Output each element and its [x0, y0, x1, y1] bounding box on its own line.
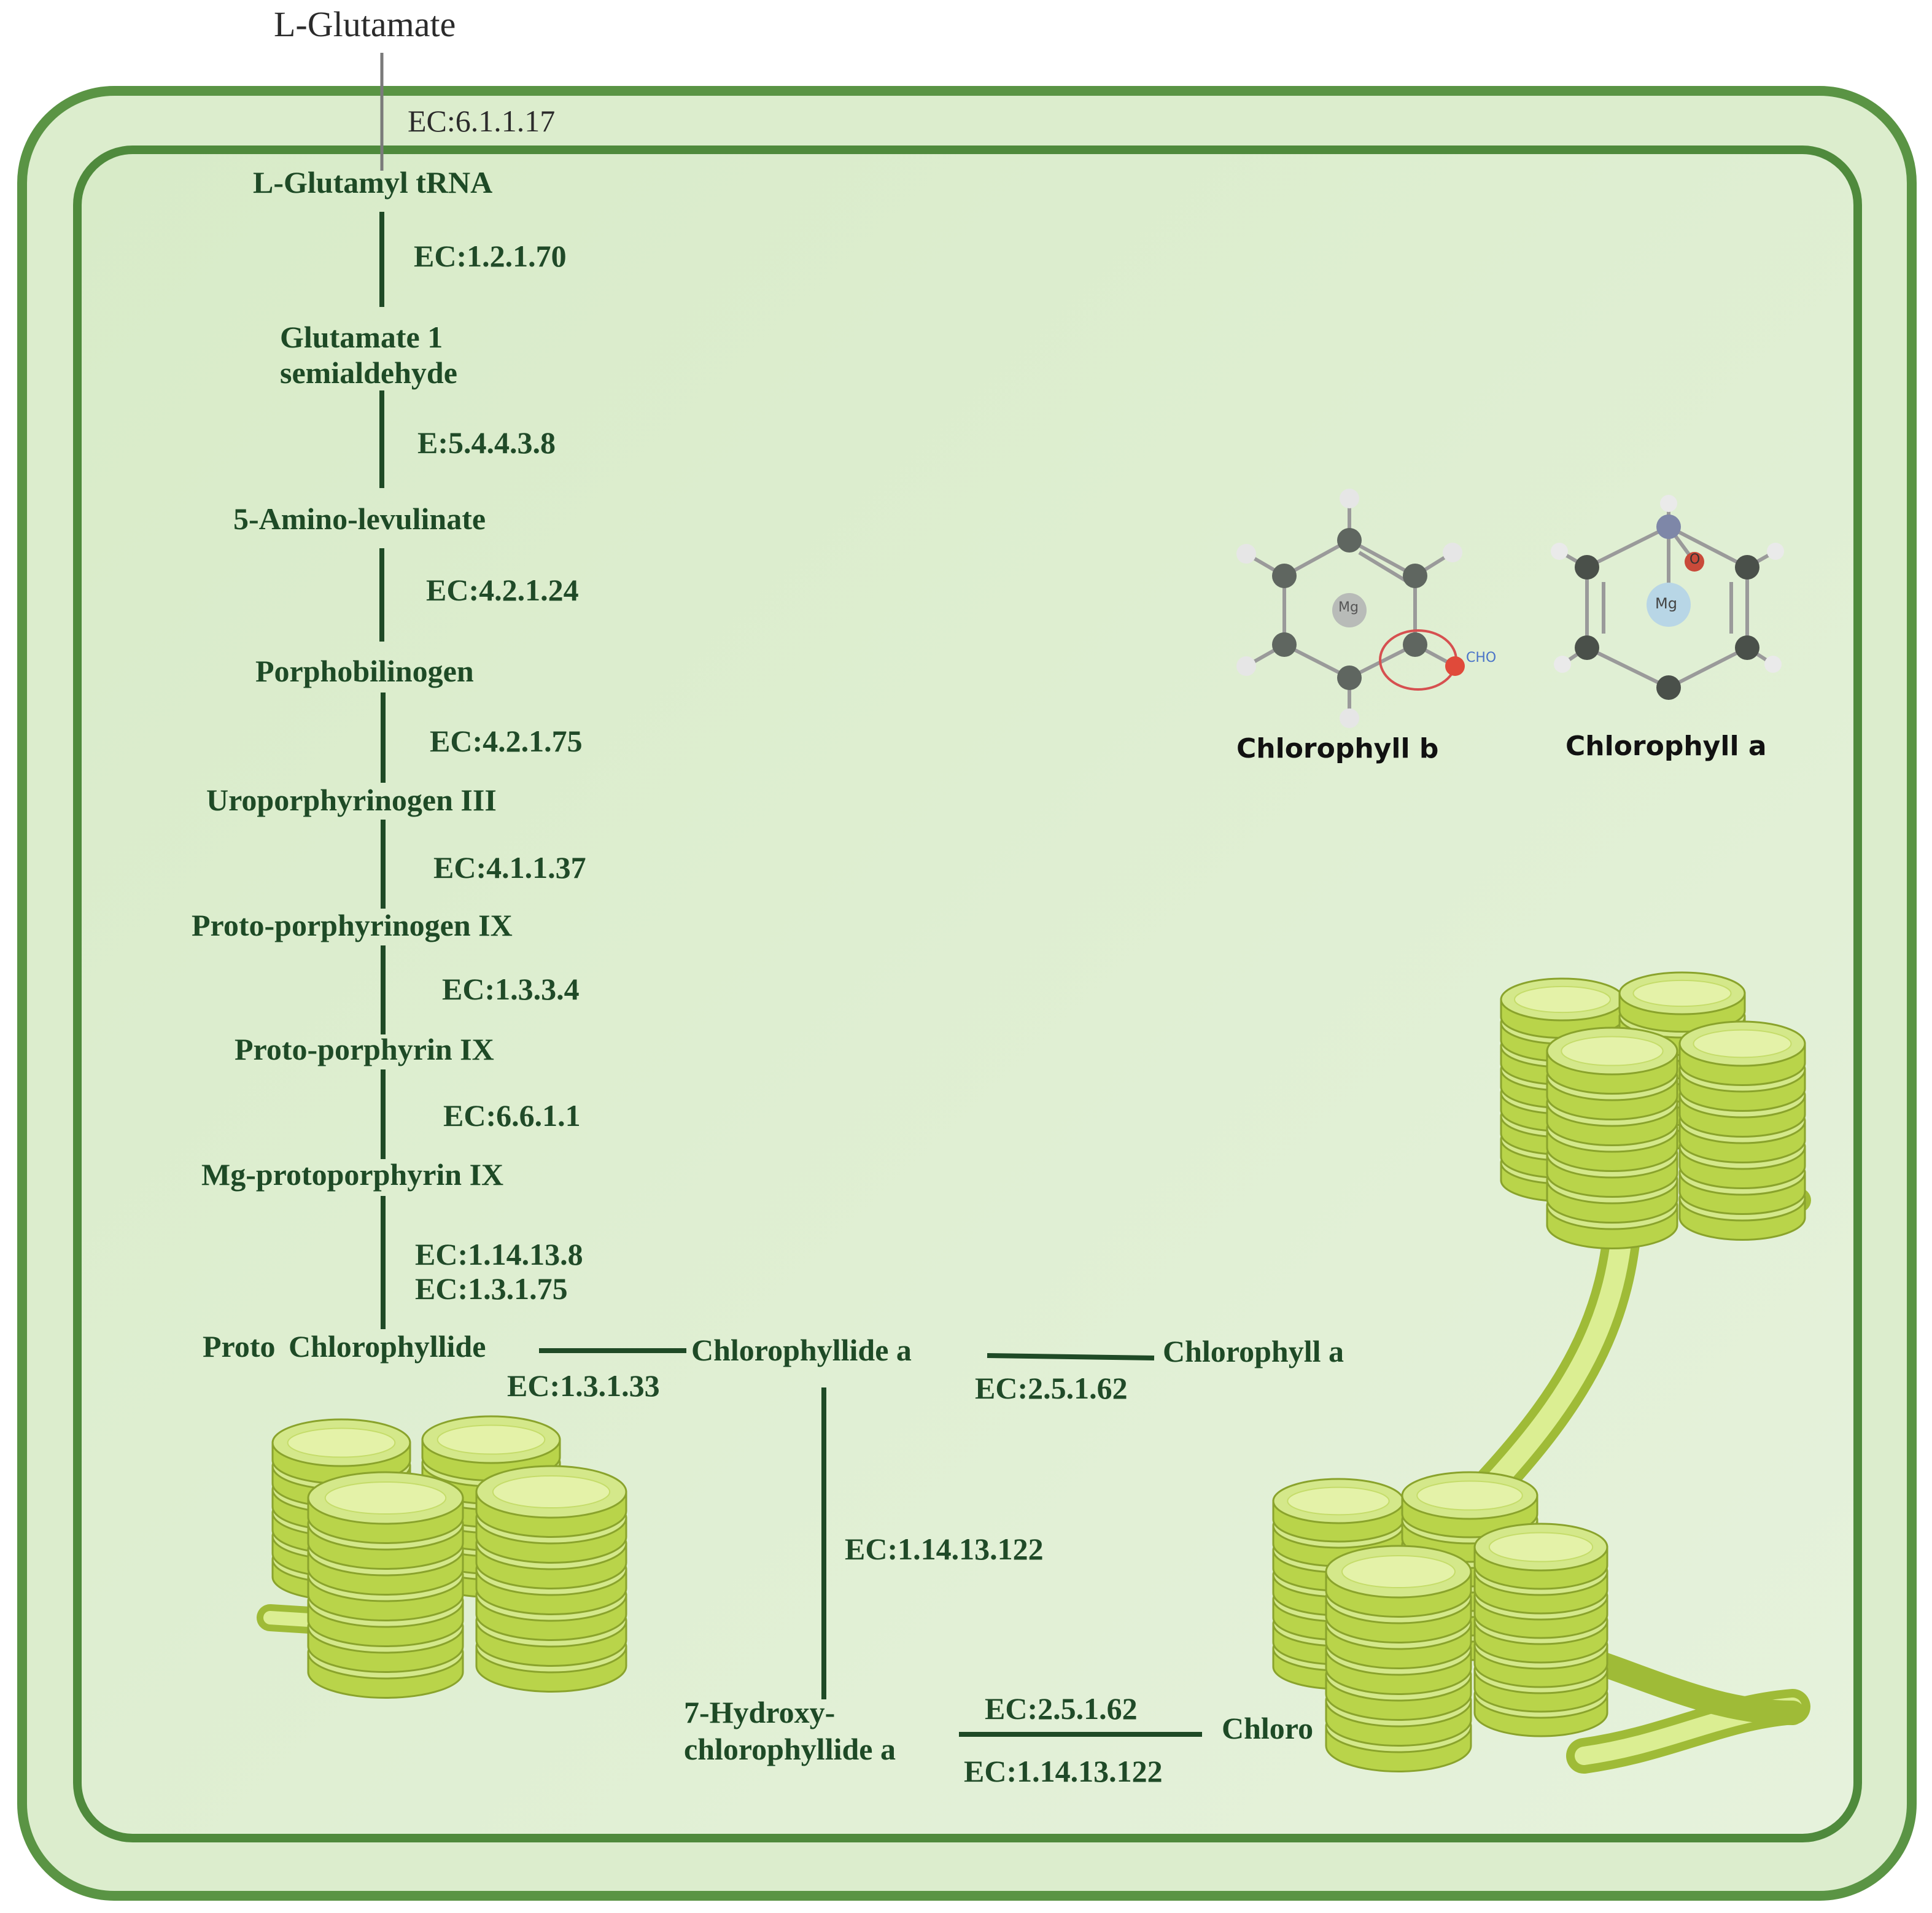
- ec-1-14-13-122-label: EC:1.14.13.122: [845, 1532, 1044, 1566]
- hydrogen-atom: [1764, 656, 1782, 673]
- granum-stack: [475, 1465, 627, 1693]
- chlorophyllide-a-hydroxy-label: chlorophyllide a: [684, 1732, 896, 1766]
- l-glutamyl-trna-label: L-Glutamyl tRNA: [253, 165, 493, 200]
- cho-group-label: CHO: [1466, 650, 1497, 665]
- granum-stack: [1473, 1523, 1608, 1737]
- mg-protoporphyrin-ix-label: Mg-protoporphyrin IX: [201, 1157, 504, 1192]
- thylakoid-disc-highlight: [1488, 1532, 1594, 1562]
- glutamate-1-label: Glutamate 1: [280, 320, 443, 354]
- hydrogen-atom: [1340, 489, 1359, 508]
- oxygen-atom: [1445, 656, 1465, 676]
- thylakoid-disc-highlight: [1632, 979, 1732, 1007]
- oxygen-atom: [1685, 552, 1704, 572]
- grana: [271, 971, 1806, 1737]
- porphobilinogen-label: Porphobilinogen: [255, 654, 474, 688]
- ec-6-1-1-17-label: EC:6.1.1.17: [408, 104, 556, 138]
- thylakoid-disc-highlight: [1561, 1036, 1664, 1066]
- connector-line: [987, 1353, 1155, 1360]
- carbon-atom: [1337, 665, 1362, 690]
- thylakoid-disc-highlight: [287, 1427, 396, 1458]
- molecular-bond: [1358, 551, 1413, 586]
- granum-stack: [1546, 1026, 1678, 1249]
- hydrogen-atom: [1340, 708, 1359, 728]
- 5-amino-levulinate-label: 5-Amino-levulinate: [233, 502, 486, 536]
- ec-1-14-13-8-label: EC:1.14.13.8: [415, 1237, 583, 1271]
- hydrogen-atom: [1554, 656, 1571, 673]
- ec-1-3-3-4-label: EC:1.3.3.4: [442, 972, 580, 1006]
- ec-4-1-1-37-label: EC:4.1.1.37: [433, 850, 586, 885]
- carbon-atom: [1272, 564, 1297, 588]
- carbon-atom: [1403, 632, 1427, 657]
- uroporphyrinogen-iii-label: Uroporphyrinogen III: [206, 783, 497, 817]
- hydrogen-atom: [1551, 543, 1568, 560]
- hydrogen-atom: [1236, 656, 1256, 676]
- ec-2-5-1-62-b-label: EC:2.5.1.62: [985, 1691, 1138, 1726]
- chlorophyll-b-partial-label: Chloro: [1222, 1711, 1314, 1745]
- proto-prefix-label: Proto: [203, 1329, 276, 1364]
- hydrogen-atom: [1236, 544, 1256, 564]
- ec-1-2-1-70-label: EC:1.2.1.70: [414, 239, 567, 273]
- thylakoid-disc-highlight: [1416, 1480, 1523, 1511]
- nitrogen-atom: [1656, 514, 1681, 539]
- granum-stack: [307, 1471, 464, 1699]
- chlorophyll-b-molecule: [1236, 489, 1465, 728]
- proto-porphyrin-ix-label: Proto-porphyrin IX: [235, 1032, 494, 1066]
- hydrogen-atom: [1767, 543, 1784, 560]
- molecular-bond: [1667, 525, 1748, 569]
- ec-1-3-1-33-label: EC:1.3.1.33: [507, 1368, 660, 1403]
- thylakoid-disc-highlight: [324, 1481, 447, 1515]
- thylakoid-disc-highlight: [1514, 985, 1611, 1014]
- molecular-bond: [1667, 646, 1748, 689]
- chlorophyllide-a-label: Chlorophyllide a: [691, 1333, 912, 1367]
- magnesium-atom: [1647, 583, 1691, 627]
- ec-1-14-13-122-b-label: EC:1.14.13.122: [964, 1754, 1163, 1788]
- carbon-atom: [1656, 675, 1681, 700]
- ec-5-4-4-3-8-label: E:5.4.4.3.8: [417, 425, 556, 460]
- l-glutamate-label: L-Glutamate: [274, 4, 456, 44]
- molecular-bond: [1348, 538, 1416, 578]
- molecular-bond: [1586, 646, 1670, 689]
- carbon-atom: [1272, 632, 1297, 657]
- chlorophyll-a-product-label: Chlorophyll a: [1163, 1334, 1344, 1368]
- hydrogen-atom: [1443, 543, 1462, 562]
- carbon-atom: [1735, 555, 1759, 580]
- protochlorophyllide-label: Chlorophyllide: [289, 1329, 486, 1364]
- carbon-atom: [1735, 635, 1759, 660]
- proto-porphyrinogen-ix-label: Proto-porphyrinogen IX: [192, 908, 513, 942]
- ec-6-6-1-1-label: EC:6.6.1.1: [443, 1098, 581, 1133]
- carbon-atom: [1337, 528, 1362, 553]
- thylakoid-disc-highlight: [492, 1475, 611, 1509]
- ec-4-2-1-24-label: EC:4.2.1.24: [426, 573, 579, 607]
- thylakoid-disc-highlight: [436, 1424, 546, 1455]
- ec-2-5-1-62-label: EC:2.5.1.62: [975, 1371, 1128, 1405]
- chlorophyll-b-caption: Chlorophyll b: [1236, 733, 1439, 764]
- lamella-connector: [1475, 1193, 1634, 1502]
- lamella-connector: [1572, 1645, 1805, 1725]
- hydrogen-atom: [1660, 495, 1677, 512]
- ec-1-3-1-75-label: EC:1.3.1.75: [415, 1271, 568, 1306]
- chlorophyll-a-caption: Chlorophyll a: [1565, 731, 1767, 762]
- 7-hydroxy-label: 7-Hydroxy-: [684, 1695, 836, 1729]
- granum-stack: [1272, 1478, 1405, 1690]
- o-atom-label: O: [1690, 552, 1701, 567]
- carbon-atom: [1575, 555, 1599, 580]
- chlorophyll-a-molecule: [1551, 495, 1784, 700]
- molecular-bond: [1586, 525, 1670, 569]
- pathway-connectors: [379, 53, 1202, 1737]
- mg-atom-label-a: Mg: [1655, 595, 1677, 612]
- granum-stack: [1678, 1020, 1806, 1241]
- carbon-atom: [1575, 635, 1599, 660]
- semialdehyde-label: semialdehyde: [280, 355, 457, 390]
- carbon-atom: [1403, 564, 1427, 588]
- thylakoid-disc-highlight: [1287, 1486, 1390, 1516]
- ec-4-2-1-75-label: EC:4.2.1.75: [430, 724, 583, 758]
- magnesium-atom: [1332, 593, 1367, 627]
- thylakoid-disc-highlight: [1693, 1029, 1792, 1058]
- mg-atom-label-b: Mg: [1338, 600, 1359, 615]
- molecular-bond: [1283, 538, 1351, 578]
